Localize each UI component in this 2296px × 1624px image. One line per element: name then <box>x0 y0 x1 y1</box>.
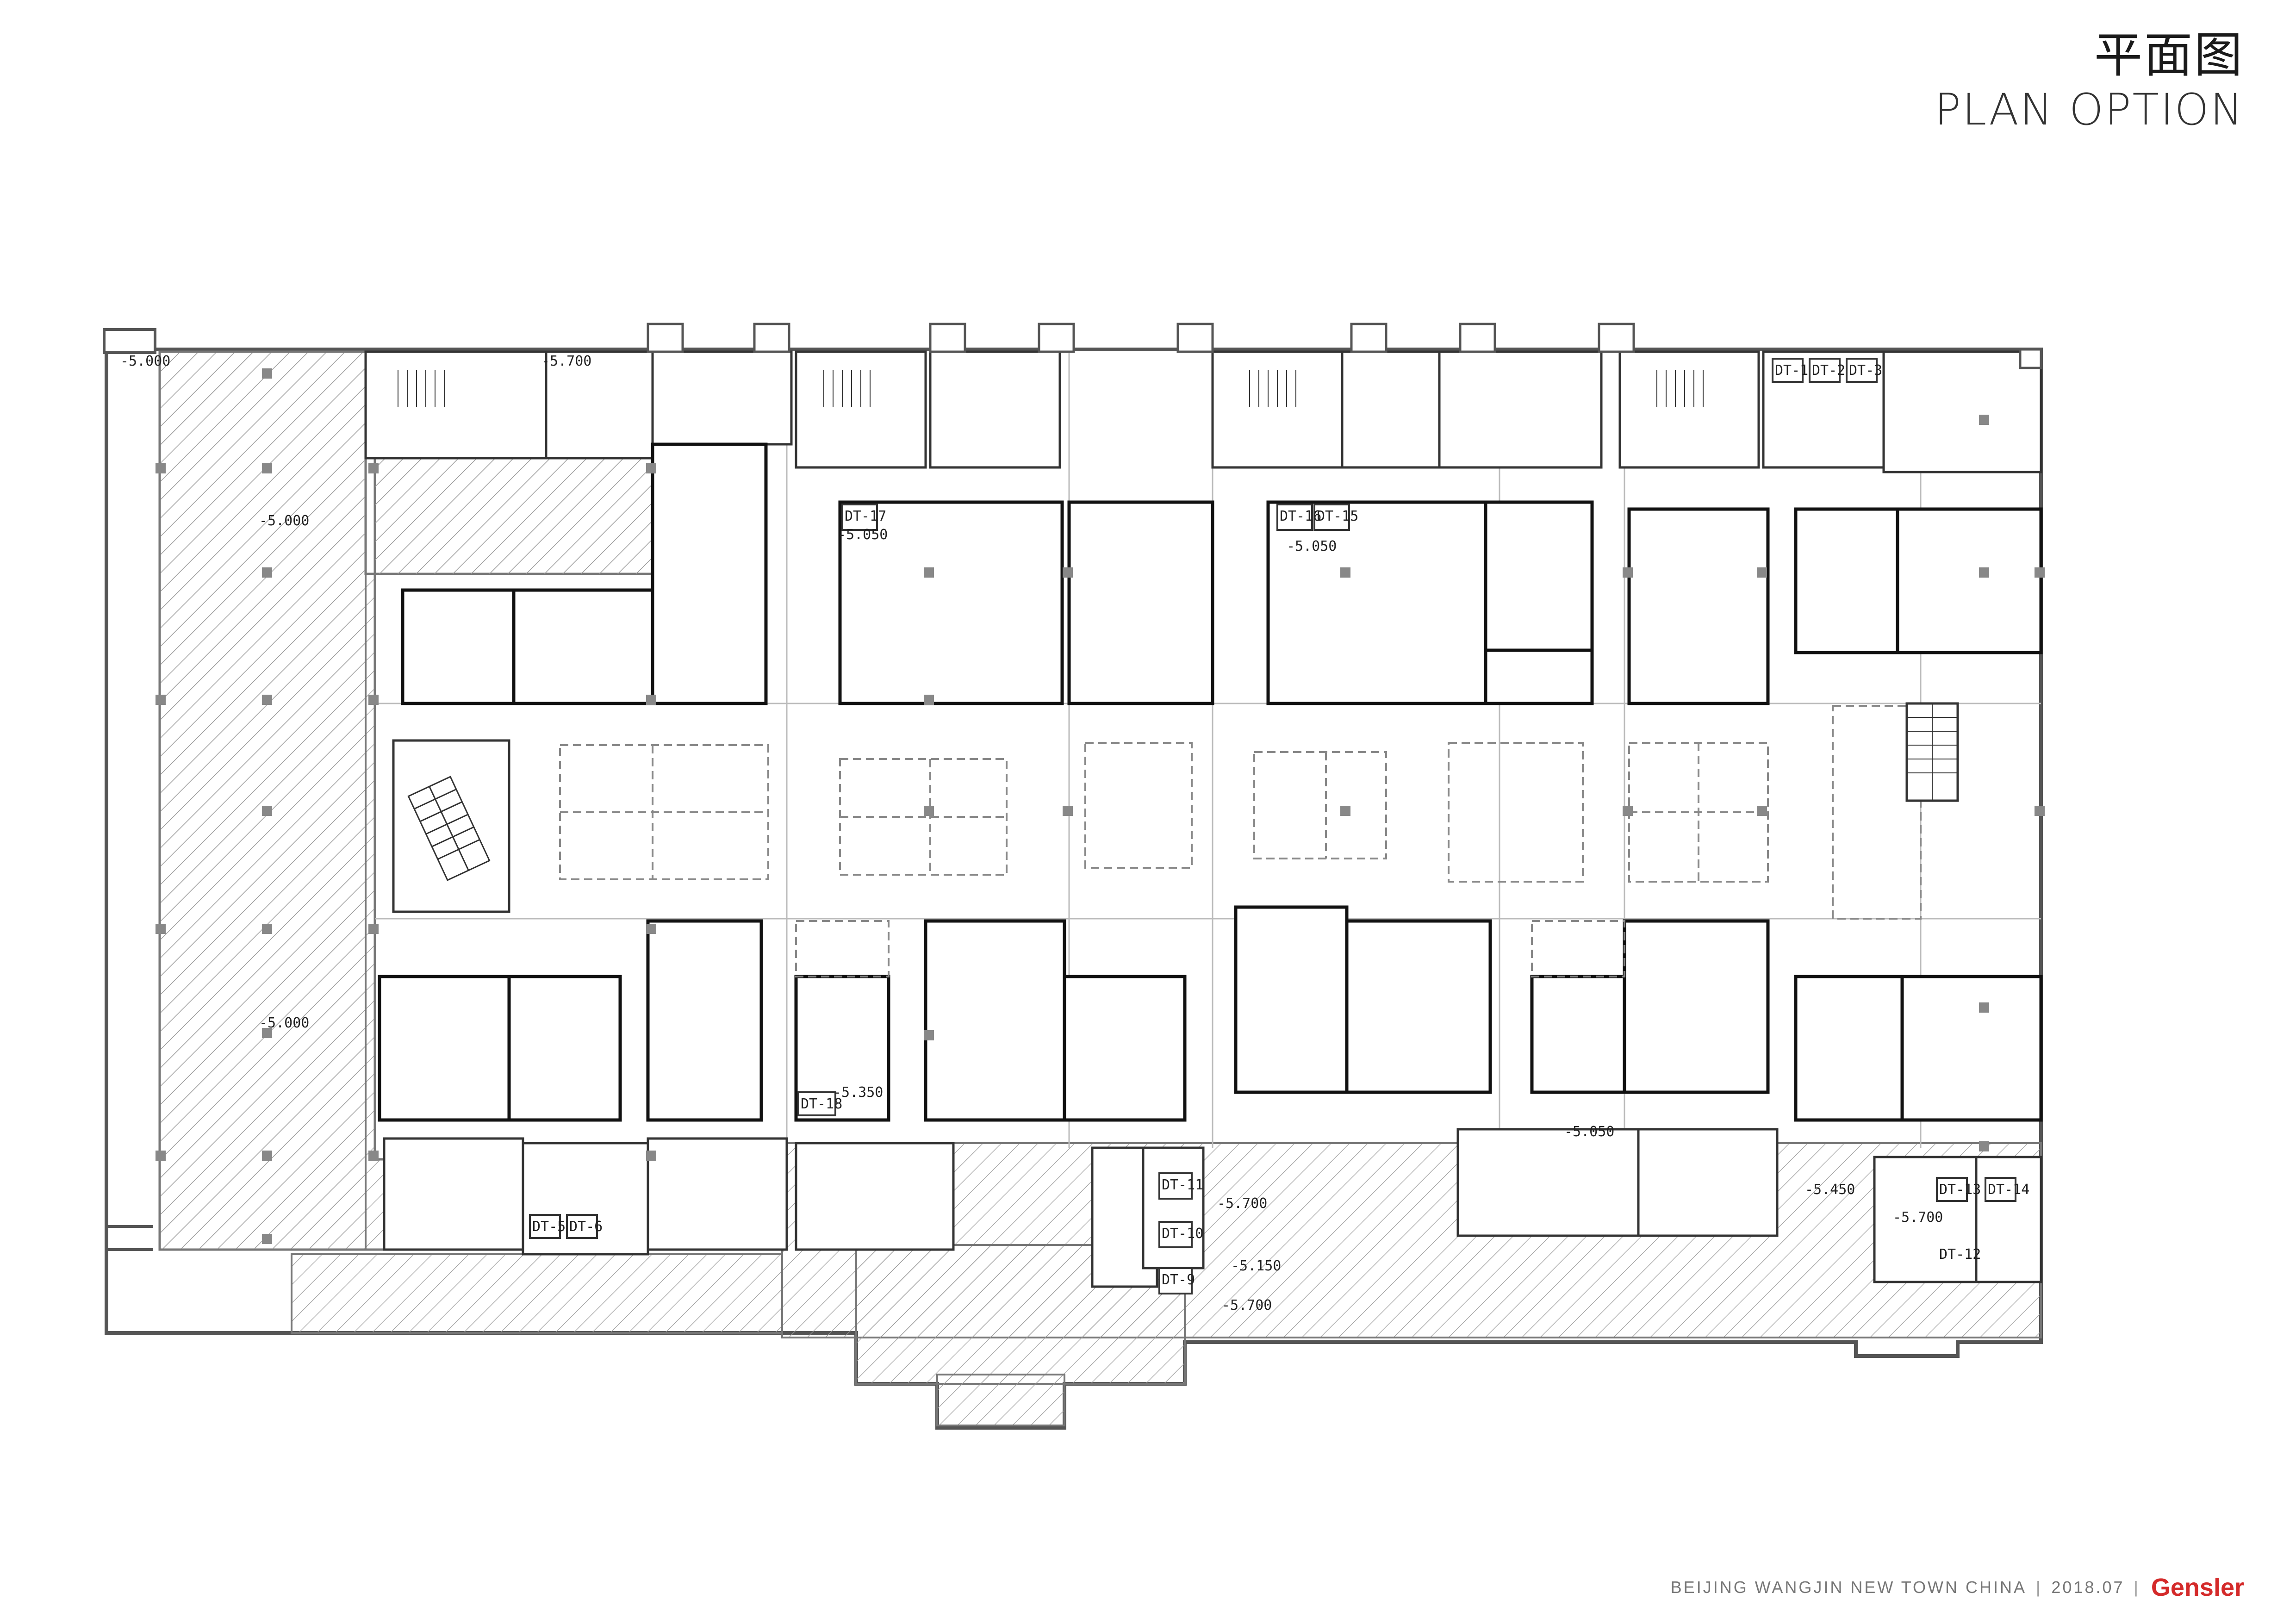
elevation-label: -5.000 <box>259 513 309 529</box>
elevation-label: -5.700 <box>1893 1209 1943 1226</box>
lift-label: DT-11 <box>1162 1177 1203 1193</box>
lift-label: DT-14 <box>1988 1182 2029 1198</box>
lift-boxes <box>529 358 2016 1294</box>
brand-logo: Gensler <box>2151 1574 2244 1601</box>
lift-label: DT-12 <box>1939 1246 1981 1263</box>
lift-label: DT-2 <box>1812 362 1845 379</box>
elevation-label: -5.700 <box>1217 1195 1267 1212</box>
lift-label: DT-9 <box>1162 1272 1195 1288</box>
lift-label: DT-13 <box>1939 1182 1981 1198</box>
footer: BEIJING WANGJIN NEW TOWN CHINA | 2018.07… <box>1671 1574 2244 1601</box>
corner-block <box>103 328 156 354</box>
escalator-steps <box>407 776 491 881</box>
footer-separator: | <box>2036 1578 2042 1597</box>
page-title-english: PLAN OPTION <box>1935 85 2244 136</box>
lift-label: DT-10 <box>1162 1226 1203 1242</box>
top-service-rooms <box>364 350 2042 473</box>
lift-label: DT-3 <box>1849 362 1882 379</box>
lift-label: DT-1 <box>1775 362 1808 379</box>
lift-label: DT-6 <box>569 1219 603 1235</box>
stair-treads <box>398 370 1704 407</box>
elevation-label: -5.000 <box>120 353 170 369</box>
lift-label: DT-15 <box>1317 508 1358 524</box>
elevation-label: -5.450 <box>1805 1182 1855 1198</box>
lift-label: DT-18 <box>801 1096 842 1112</box>
wall-notches <box>647 323 2042 369</box>
title-block: 平面图 PLAN OPTION <box>1935 29 2244 137</box>
lift-label: DT-5 <box>532 1219 566 1235</box>
elevation-label: -5.050 <box>838 527 888 543</box>
elevation-label: -5.150 <box>1231 1258 1281 1274</box>
footer-date: 2018.07 <box>2051 1578 2125 1597</box>
elevation-label: -5.000 <box>259 1015 309 1031</box>
page-title-chinese: 平面图 <box>2094 27 2244 83</box>
escalator-void <box>392 739 510 913</box>
lift-label: DT-16 <box>1280 508 1321 524</box>
elevation-label: -5.700 <box>541 353 591 369</box>
elevation-label: -5.700 <box>1222 1297 1272 1313</box>
lift-label: DT-17 <box>845 508 886 524</box>
structural-columns <box>156 368 2045 1244</box>
elevation-label: -5.050 <box>1564 1124 1614 1140</box>
footer-project: BEIJING WANGJIN NEW TOWN CHINA <box>1670 1578 2027 1597</box>
kiosks <box>559 705 1922 977</box>
elevation-label: -5.350 <box>833 1084 883 1101</box>
footer-separator: | <box>2134 1578 2140 1597</box>
elevation-label: -5.050 <box>1287 538 1337 554</box>
plan-labels: -5.000 -5.000 -5.000 -5.700 -5.050 -5.050 -5.3… <box>120 353 2029 1313</box>
